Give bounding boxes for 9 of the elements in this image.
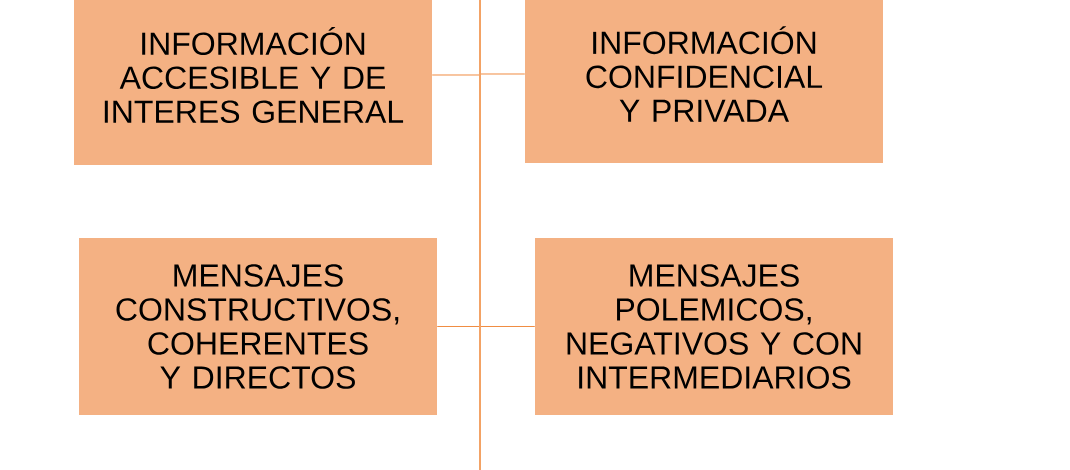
connector-line [480,326,536,327]
connector-line [431,74,480,76]
vertical-line [479,0,481,470]
connector-line [480,73,526,75]
connector-line [436,326,480,327]
text-box: INFORMACIÓN CONFIDENCIAL Y PRIVADA [525,0,883,163]
text-box: INFORMACIÓN ACCESIBLE Y DE INTERES GENERAL [74,0,432,165]
text-box: MENSAJES POLEMICOS, NEGATIVOS Y CON INTERMEDIARIOS [535,238,893,415]
text-box: MENSAJES CONSTRUCTIVOS, COHERENTES Y DIRECTOS [79,238,437,415]
